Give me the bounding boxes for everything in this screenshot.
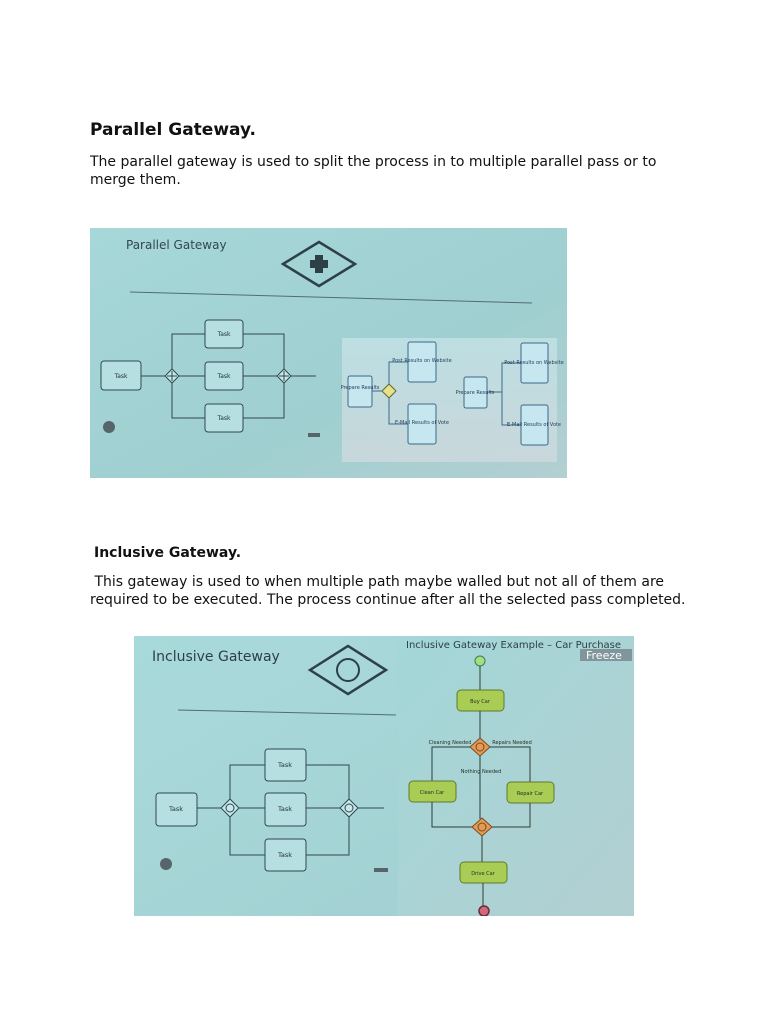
parallel-gateway-figure: Parallel Gateway Task Task Task Task bbox=[90, 228, 567, 478]
example-title: Inclusive Gateway Example – Car Purchase bbox=[406, 640, 621, 651]
prepare-results-label: Prepare Results bbox=[341, 385, 380, 391]
video-caption-mark bbox=[374, 868, 388, 872]
drive-car-label: Drive Car bbox=[471, 871, 495, 877]
figure2-header: Inclusive Gateway bbox=[152, 649, 280, 665]
section-body-inclusive-gateway: This gateway is used to when multiple pa… bbox=[90, 574, 686, 608]
parallel-example-1 bbox=[347, 341, 437, 445]
video-caption-mark bbox=[308, 433, 320, 437]
parallel-example-2 bbox=[463, 342, 549, 446]
inclusive-start-task-label: Task bbox=[168, 805, 183, 813]
inclusive-gateway-figure: Inclusive Gateway Task Task Task Task In… bbox=[134, 636, 634, 916]
car-purchase-flow bbox=[408, 655, 555, 916]
repair-car-label: Repair Car bbox=[517, 791, 544, 797]
post-results-label: Post Results on Website bbox=[504, 360, 563, 366]
parallel-task-label: Task bbox=[217, 373, 231, 380]
section-body-parallel-gateway: The parallel gateway is used to split th… bbox=[90, 154, 657, 188]
parallel-gateway-symbol bbox=[280, 240, 358, 288]
inclusive-task-label: Task bbox=[277, 851, 292, 859]
figure1-header: Parallel Gateway bbox=[126, 238, 227, 252]
freeze-overlay-label: Freeze bbox=[586, 649, 622, 662]
parallel-left-diagram bbox=[100, 319, 316, 433]
prepare-results-label: Prepare Results bbox=[456, 390, 495, 396]
section-title-inclusive-gateway: Inclusive Gateway. bbox=[94, 545, 242, 561]
inclusive-gateway-symbol bbox=[307, 644, 389, 696]
repairs-needed-label: Repairs Needed bbox=[492, 740, 532, 746]
parallel-task-label: Task bbox=[217, 415, 231, 422]
inclusive-left-diagram bbox=[155, 748, 384, 872]
email-results-label: E-Mail Results of Vote bbox=[507, 422, 561, 428]
video-logo-icon bbox=[160, 858, 172, 870]
parallel-task-label: Task bbox=[217, 331, 231, 338]
inclusive-task-label: Task bbox=[277, 761, 292, 769]
freeze-overlay bbox=[580, 649, 632, 661]
clean-car-label: Clean Car bbox=[420, 790, 445, 796]
video-logo-icon bbox=[103, 421, 115, 433]
parallel-start-task-label: Task bbox=[114, 373, 128, 380]
post-results-label: Post Results on Website bbox=[392, 358, 451, 364]
cleaning-needed-label: Cleaning Needed bbox=[429, 740, 472, 746]
email-results-label: E-Mail Results of Vote bbox=[395, 420, 449, 426]
section-title-parallel-gateway: Parallel Gateway. bbox=[90, 120, 256, 140]
buy-car-label: Buy Car bbox=[470, 699, 491, 705]
inclusive-task-label: Task bbox=[277, 805, 292, 813]
nothing-needed-label: Nothing Needed bbox=[461, 769, 502, 775]
